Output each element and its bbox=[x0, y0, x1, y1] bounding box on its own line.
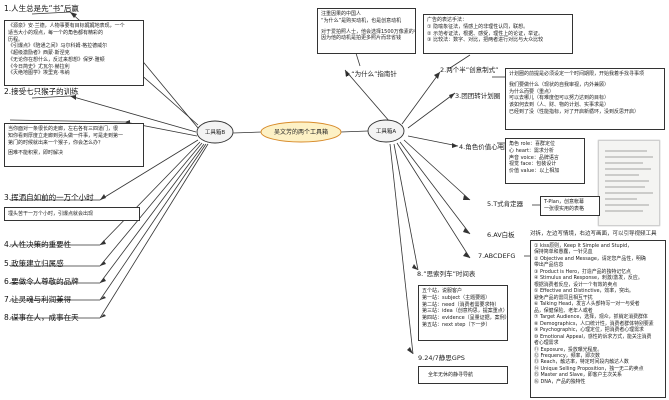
box-line: 保持简单和愚蠢，一针见血 bbox=[534, 249, 593, 256]
box-line: ⑭ Unique Selling Proposition，独一无二的卖点 bbox=[534, 365, 644, 372]
box-line: ⑯ DNA，产品的独特性 bbox=[534, 378, 586, 385]
box-line: 第五站：next step（下一步） bbox=[422, 321, 491, 328]
left-branch-7[interactable]: 7.让灵魂与利润兼得 bbox=[4, 295, 72, 304]
box-line: ⑨ Psychographic，心理定位，把消费者心理需求 bbox=[534, 327, 644, 334]
box-line: 心 heart：需求分析 bbox=[509, 147, 554, 154]
left-branch-4[interactable]: 4.人性决策的重要性 bbox=[4, 240, 72, 249]
box-line: ⑮ Master and Slave，即客户主次关系 bbox=[534, 372, 622, 379]
box-line: ② Objective and Message，请定您产品性，明确 bbox=[534, 255, 646, 262]
right-branch-3[interactable]: 3.团团转计划圈 bbox=[455, 92, 501, 100]
box-line: 根据消费者反应，设计一个有效的卖点 bbox=[534, 281, 618, 288]
right-branch-4[interactable]: 4.角色价值心电图 bbox=[459, 143, 511, 151]
left-branch-5[interactable]: 5.政策建立归属感 bbox=[4, 259, 64, 268]
box-line: 带出产品信息 bbox=[534, 262, 564, 269]
box-line: 困难不能积累，即时解决 bbox=[8, 150, 64, 157]
box-line: 计划圈的前提是必须设定一个时间期限，开始我着手找寻事项 bbox=[509, 71, 645, 77]
box-line: 我们要做什么（现状的自我审视，内外兼顾） bbox=[509, 81, 610, 88]
top-box-ad-methods: 广告的表达手法： ① 隐喻象征法，情感上的非理性认同，联想。 ② 示范考证法，根… bbox=[423, 14, 573, 54]
box-line: 《超级激励者》西蒙·斯涅克 bbox=[8, 50, 70, 56]
box-line: ① 隐喻象征法，情感上的非理性认同，联想。 bbox=[427, 23, 529, 30]
box-line: 《引爆点》《陪通之间》马尔科姆·格拉德威尔 bbox=[8, 43, 108, 50]
center-node[interactable]: 吴文芳的两个工具箱 bbox=[273, 129, 328, 136]
box-line: 一张很实用的表格 bbox=[544, 205, 585, 212]
right-branch-2[interactable]: 2.两个半”创意制式” bbox=[440, 66, 499, 74]
box-line: 历程。 bbox=[8, 36, 24, 43]
box-line: 第三站：idea（创意构思，提案重点） bbox=[422, 308, 508, 315]
box-line: 为什么而要（重点） bbox=[509, 88, 555, 95]
box-line: 品，保健保险、老年人或者 bbox=[534, 307, 593, 314]
right-branch-6[interactable]: 6.AV白板 bbox=[487, 231, 515, 239]
box-line: ⑬ Reach，触达率，特定时间段内触达人数 bbox=[534, 359, 629, 366]
right-branch-1[interactable]: 1.“为什么”指南针 bbox=[345, 70, 397, 78]
box-line: 已经到了没（性能指标，对了开启新循环，没到反思开启） bbox=[509, 108, 640, 115]
box-line: ⑩ Emotional Appeal，感性的诉求方式，能关注消费 bbox=[534, 333, 652, 340]
left-branch-2[interactable]: 2.接受七只猴子的训练 bbox=[4, 87, 79, 96]
box-line: 五个站，说服客户 bbox=[422, 288, 463, 294]
box-role-value: 角色 role：喜群定位 心 heart：需求分析 声音 voice：品牌语言 … bbox=[505, 138, 585, 184]
box-line: ⑤ Effective and Distinctive，效率，突出。 bbox=[534, 288, 634, 295]
box-line: “为什么”是购买动机，也是创意动机 bbox=[321, 17, 402, 24]
box-line: ② 示范考证法，根据、感受，理性上的论证，举证。 bbox=[427, 30, 544, 37]
box-line: 价值 value：以上相加 bbox=[509, 168, 560, 174]
box-line: 第四站：evidence（呈量证据，案例） bbox=[422, 315, 508, 321]
box-line: 视觉 face：包装设计 bbox=[509, 161, 557, 168]
box-line: 全年无休的静寻导航 bbox=[428, 372, 474, 378]
box-line: ⑧ Demographics，人口统计性，消费者群体特别要素 bbox=[534, 320, 654, 327]
left-hub-node[interactable]: 工具箱B bbox=[204, 130, 226, 136]
left-branch-6[interactable]: 6.要做令人尊敬的品牌 bbox=[4, 277, 79, 286]
box-line: ⑥ Talking Head，发言人头部特写一对一与受者 bbox=[534, 301, 640, 308]
right-hub-node[interactable]: 工具箱A bbox=[375, 129, 397, 135]
box-abcdefg: ① kiss原则，Keep It Simple and Stupid， 保持简单… bbox=[530, 240, 666, 398]
left-branch-1[interactable]: 1.人生总是先“书”后赢 bbox=[4, 4, 79, 13]
right-branch-9[interactable]: 9.24/7静思GPS bbox=[418, 354, 465, 362]
box-line: 第门的时候就出来一个猴子，你会怎么办？ bbox=[8, 139, 104, 146]
box-line: 对于爱拍照人士，他会选择1500万像素的手机， bbox=[321, 28, 415, 35]
box-line: 《源泉》安·兰德，人物事要有目标娓娓地表现，一个 bbox=[8, 23, 125, 29]
right-branch-7[interactable]: 7.ABCDEFG bbox=[478, 252, 516, 260]
box-thinking-train: 五个站，说服客户 第一站：subject（主题要题） 第二站：need（消费者需… bbox=[418, 285, 508, 341]
box-line: 《无论你在想什么，反过来想想》保罗·雅顿 bbox=[8, 56, 105, 63]
right-branch-5[interactable]: 5.T式肯定器 bbox=[487, 200, 524, 208]
box-line: 注重因果的中国人 bbox=[321, 11, 362, 17]
box-line: 当你面对一条很长的走廊，左右各有三四道门，很 bbox=[8, 126, 119, 132]
left-box-10000-hours: 埋头苦干一万个小时，引爆点就会出现 bbox=[4, 207, 140, 221]
box-line: 广告的表达手法： bbox=[427, 17, 468, 23]
box-line: 埋头苦干一万个小时，引爆点就会出现 bbox=[8, 211, 94, 217]
box-line: T-Plan，创意帐幕 bbox=[544, 199, 585, 205]
box-line: ④ Stimulus and Response，刺激/激发，反应。 bbox=[534, 275, 643, 282]
box-line: ③ Product is Hero，打造产品的独特记忆点 bbox=[534, 268, 631, 275]
box-gps: 全年无休的静寻导航 bbox=[418, 366, 508, 384]
note-lines-image bbox=[605, 150, 653, 212]
box-line: 《今日简史》尤瓦尔·赫拉利 bbox=[8, 63, 70, 70]
av-whiteboard-note: 对拆，左边写情境，右边写画面，可以引导视频工具 bbox=[530, 231, 657, 237]
box-plan-circle: 计划圈的前提是必须设定一个时间期限，开始我着手找寻事项 我们要做什么（现状的自我… bbox=[505, 68, 665, 130]
box-line: 可以去哪儿（有难度但可以努力达到的目标） bbox=[509, 95, 610, 102]
box-line: 该如何去到（人、财、物的计划、实事求是） bbox=[509, 102, 610, 108]
box-line: ① kiss原则，Keep It Simple and Stupid， bbox=[534, 243, 633, 249]
left-branch-8[interactable]: 8.谋事在人，成事在天 bbox=[4, 313, 79, 322]
box-line: 者心理需求 bbox=[534, 340, 559, 347]
box-line: 知你看到厚度立走廊到另头做一件事，可是走到第一 bbox=[8, 132, 124, 139]
box-t-plan: T-Plan，创意帐幕 一张很实用的表格 bbox=[540, 196, 600, 216]
left-box-monkeys: 当你面对一条很长的走廊，左右各有三四道门，很 知你看到厚度立走廊到另头做一件事，… bbox=[4, 123, 144, 167]
top-box-why: 注重因果的中国人 “为什么”是购买动机，也是创意动机 对于爱拍照人士，他会选择1… bbox=[317, 8, 416, 54]
box-line: ⑦ Target Audience，选择，观众，抓销定消费群体 bbox=[534, 314, 648, 321]
box-line: 因为他的动机是拍更多照片而非省钱 bbox=[321, 35, 402, 42]
box-line: 第二站：need（消费者需要求特） bbox=[422, 301, 500, 308]
left-branch-3[interactable]: 3.挥洒自如前的一万个小时 bbox=[4, 193, 94, 202]
box-line: 《灭绝地图学》埃里克·韦纳 bbox=[8, 70, 70, 77]
box-line: 避免产品的雷同且相互干扰 bbox=[534, 294, 593, 301]
box-line: 第一站：subject（主题要题） bbox=[422, 294, 491, 301]
box-line: ⑪ Exposure，投放曝光程度。 bbox=[534, 346, 603, 353]
box-line: 适当大小的观点，每一个的角色都有精彩的 bbox=[8, 29, 104, 36]
right-branch-8[interactable]: 8.”思索列车”时间表 bbox=[417, 270, 476, 278]
box-line: 角色 role：喜群定位 bbox=[509, 141, 556, 147]
handwritten-note-photo bbox=[598, 140, 660, 226]
box-line: 声音 voice：品牌语言 bbox=[509, 154, 559, 161]
box-line: ⑫ Frequency，频率，即次数 bbox=[534, 352, 600, 359]
box-line: ③ 比较法：数字、对比，把两者进行对比与大众比较 bbox=[427, 37, 544, 44]
left-box-books: 《源泉》安·兰德，人物事要有目标娓娓地表现，一个 适当大小的观点，每一个的角色都… bbox=[4, 20, 144, 86]
